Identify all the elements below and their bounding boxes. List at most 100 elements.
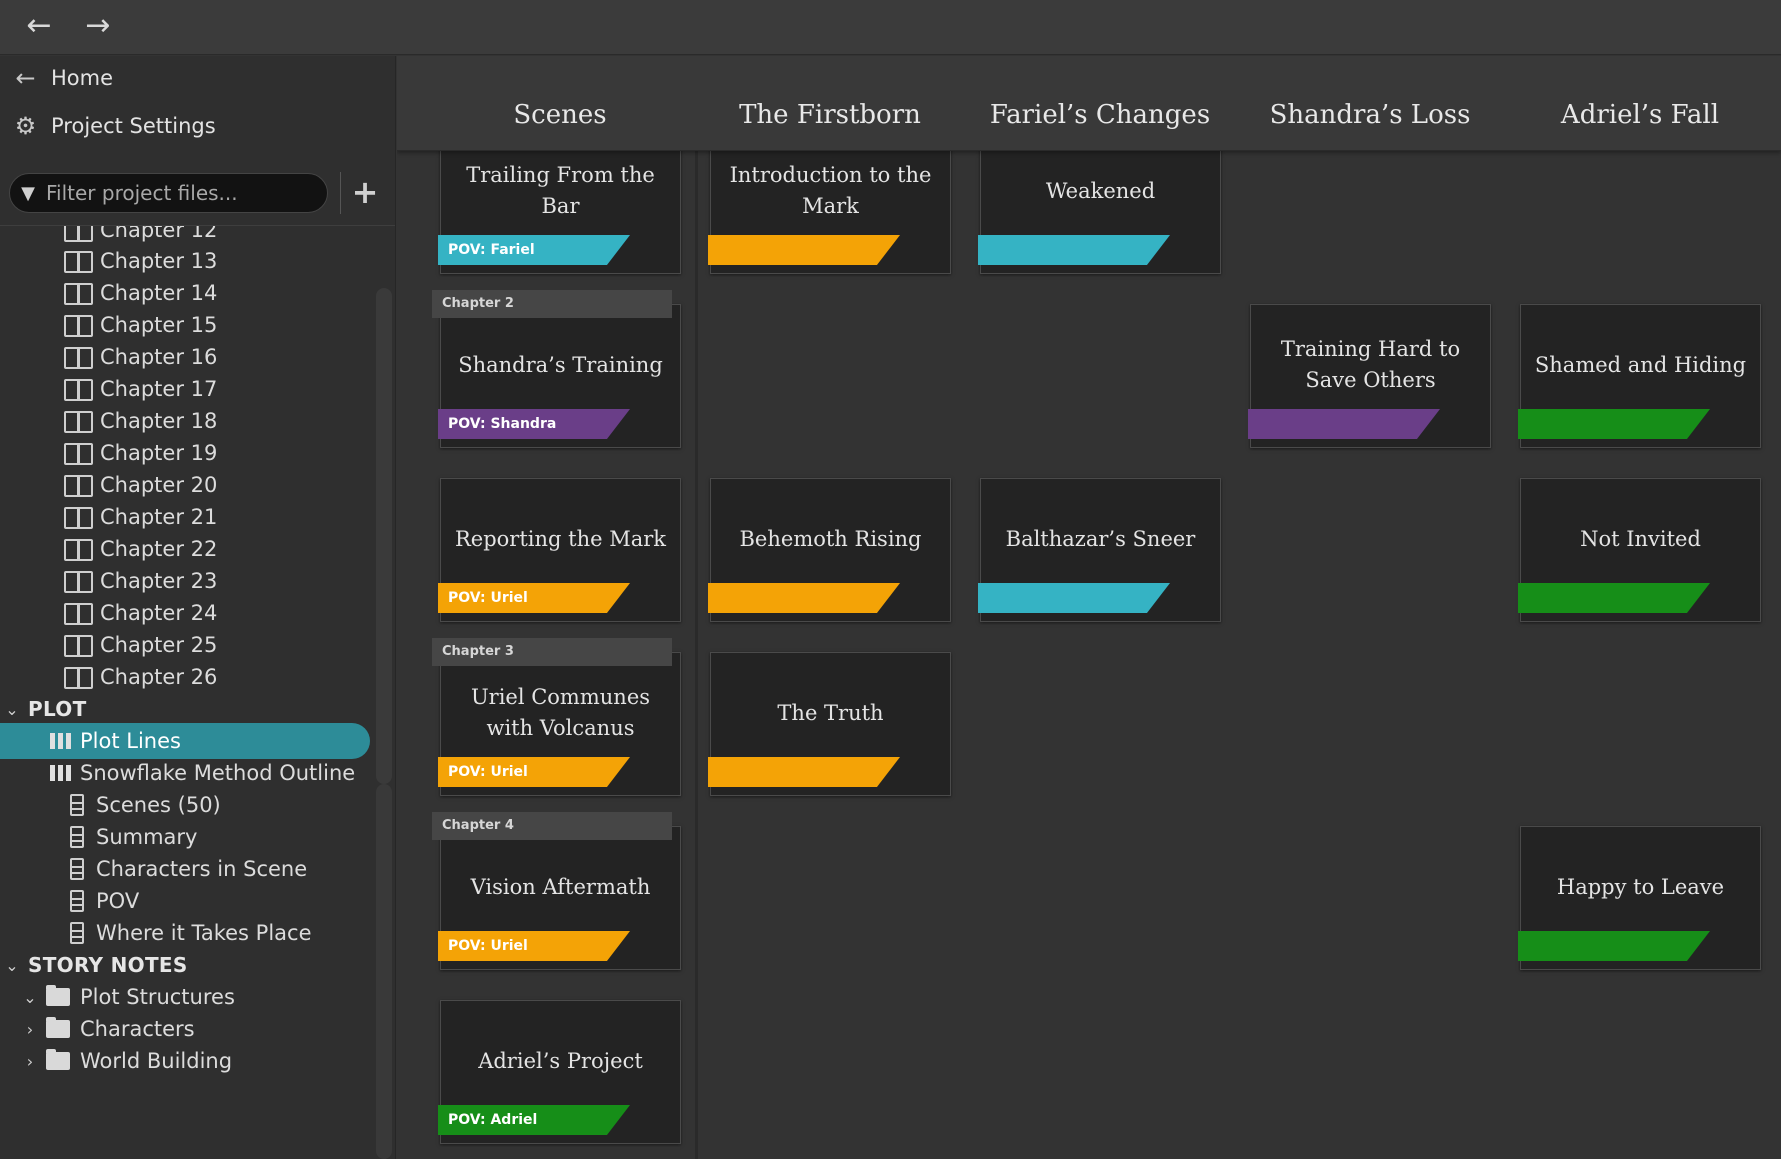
- scrollbar-track[interactable]: [376, 784, 392, 1159]
- tree-item-chapter[interactable]: Chapter 20: [0, 467, 370, 503]
- project-settings-label: Project Settings: [51, 114, 216, 138]
- chevron-right-icon: ›: [26, 1019, 34, 1039]
- forward-arrow-icon[interactable]: →: [85, 8, 111, 43]
- plotline-color-tag: [1518, 409, 1710, 439]
- sheet-icon: [70, 858, 84, 880]
- scene-card[interactable]: Vision Aftermath POV: Uriel: [438, 826, 681, 970]
- scene-card[interactable]: Adriel’s Project POV: Adriel: [438, 1000, 681, 1144]
- tree-item-chapter[interactable]: Chapter 25: [0, 627, 370, 663]
- book-icon: [64, 443, 93, 465]
- sheet-icon: [70, 890, 84, 912]
- plot-card[interactable]: Shamed and Hiding: [1518, 304, 1761, 448]
- scene-card[interactable]: Trailing From the Bar POV: Fariel: [438, 130, 681, 274]
- book-icon: [64, 226, 93, 242]
- scene-card[interactable]: Reporting the Mark POV: Uriel: [438, 478, 681, 622]
- book-icon: [64, 667, 93, 689]
- plot-card[interactable]: Introduction to the Mark: [708, 130, 951, 274]
- project-tree: Chapter 12 Chapter 13 Chapter 14 Chapter…: [0, 226, 380, 1159]
- card-title: Trailing From the Bar: [466, 163, 655, 218]
- tree-item-summary[interactable]: Summary: [0, 819, 370, 855]
- tree-item-chapter[interactable]: Chapter 16: [0, 339, 370, 375]
- tree-item-chapter[interactable]: Chapter 12: [0, 226, 370, 248]
- tree-item-world-building[interactable]: ›World Building: [0, 1043, 370, 1079]
- plot-card[interactable]: Not Invited: [1518, 478, 1761, 622]
- sidebar: ← Home ⚙ Project Settings ▼ + Chapter 12…: [0, 56, 396, 1159]
- column-title-scenes[interactable]: Scenes: [513, 100, 607, 130]
- tree-item-chapter[interactable]: Chapter 14: [0, 275, 370, 311]
- tree-item-chapter[interactable]: Chapter 15: [0, 307, 370, 343]
- tree-item-label: Scenes (50): [96, 793, 221, 817]
- tree-item-chapter[interactable]: Chapter 26: [0, 659, 370, 695]
- home-link[interactable]: ← Home: [0, 56, 395, 100]
- tree-item-chapter[interactable]: Chapter 21: [0, 499, 370, 535]
- book-icon: [64, 347, 93, 369]
- book-icon: [64, 411, 93, 433]
- plot-card[interactable]: Weakened: [978, 130, 1221, 274]
- plotline-color-tag: [978, 583, 1170, 613]
- column-title-fariel[interactable]: Fariel’s Changes: [989, 100, 1211, 130]
- tree-item-chapter[interactable]: Chapter 22: [0, 531, 370, 567]
- tree-item-chapter[interactable]: Chapter 24: [0, 595, 370, 631]
- tree-item-label: Plot Structures: [80, 985, 235, 1009]
- book-icon: [64, 635, 93, 657]
- tree-item-chapter[interactable]: Chapter 19: [0, 435, 370, 471]
- plot-card[interactable]: Behemoth Rising: [708, 478, 951, 622]
- tree-item-label: Chapter 22: [100, 537, 218, 561]
- pov-tag: POV: Shandra: [438, 409, 630, 439]
- section-plot[interactable]: ⌄PLOT: [0, 691, 370, 727]
- book-icon: [64, 283, 93, 305]
- tree-item-label: Where it Takes Place: [96, 921, 312, 945]
- card-title: Shandra’s Training: [458, 352, 663, 377]
- divider: [0, 225, 395, 226]
- card-title: Balthazar’s Sneer: [1005, 526, 1196, 551]
- scrollbar-thumb[interactable]: [376, 288, 392, 784]
- card-title: Shamed and Hiding: [1534, 352, 1747, 377]
- chevron-right-icon: ›: [26, 1051, 34, 1071]
- tree-item-chapter[interactable]: Chapter 18: [0, 403, 370, 439]
- add-file-button[interactable]: +: [351, 173, 379, 211]
- tree-item-characters-in-scene[interactable]: Characters in Scene: [0, 851, 370, 887]
- tree-item-chapter[interactable]: Chapter 17: [0, 371, 370, 407]
- divider: [340, 172, 341, 214]
- filter-icon: ▼: [21, 182, 35, 204]
- chevron-down-icon: ⌄: [23, 987, 37, 1007]
- plotline-color-tag: [1518, 931, 1710, 961]
- tree-item-label: Summary: [96, 825, 198, 849]
- column-header-bar: Scenes The Firstborn Fariel’s Changes Sh…: [397, 56, 1781, 151]
- column-title-adriel[interactable]: Adriel’s Fall: [1560, 100, 1720, 130]
- tree-item-pov[interactable]: POV: [0, 883, 370, 919]
- tree-item-plot-lines[interactable]: Plot Lines: [0, 723, 370, 759]
- book-icon: [64, 507, 93, 529]
- tree-item-snowflake[interactable]: Snowflake Method Outline: [0, 755, 370, 791]
- plot-board: Scenes The Firstborn Fariel’s Changes Sh…: [397, 56, 1781, 1159]
- tree-item-where[interactable]: Where it Takes Place: [0, 915, 370, 951]
- chapter-label: Chapter 2: [432, 290, 672, 318]
- plotline-color-tag: [1518, 583, 1710, 613]
- tree-item-label: Chapter 23: [100, 569, 218, 593]
- scene-card[interactable]: Uriel Communes with Volcanus POV: Uriel: [438, 652, 681, 796]
- chevron-down-icon: ⌄: [5, 955, 19, 975]
- column-title-shandra[interactable]: Shandra’s Loss: [1269, 100, 1471, 130]
- tree-item-chapter[interactable]: Chapter 23: [0, 563, 370, 599]
- plot-card[interactable]: Training Hard to Save Others: [1248, 304, 1491, 448]
- tree-item-scenes[interactable]: Scenes (50): [0, 787, 370, 823]
- back-arrow-icon[interactable]: ←: [26, 8, 52, 43]
- plot-card[interactable]: The Truth: [708, 652, 951, 796]
- tree-item-characters[interactable]: ›Characters: [0, 1011, 370, 1047]
- folder-icon: [46, 1017, 70, 1038]
- chapter-label: Chapter 3: [432, 638, 672, 666]
- tree-item-plot-structures[interactable]: ⌄ Plot Structures: [0, 979, 370, 1015]
- plot-card[interactable]: Happy to Leave: [1518, 826, 1761, 970]
- tree-item-label: Chapter 12: [100, 226, 218, 242]
- tree-item-label: Chapter 13: [100, 249, 218, 273]
- card-title: Uriel Communes with Volcanus: [470, 685, 651, 740]
- filter-input[interactable]: [46, 181, 316, 205]
- tree-item-label: Chapter 18: [100, 409, 218, 433]
- plot-card[interactable]: Balthazar’s Sneer: [978, 478, 1221, 622]
- scene-card[interactable]: Shandra’s Training POV: Shandra: [438, 304, 681, 448]
- section-story-notes[interactable]: ⌄STORY NOTES: [0, 947, 370, 983]
- column-title-firstborn[interactable]: The Firstborn: [739, 100, 921, 130]
- tree-item-chapter[interactable]: Chapter 13: [0, 243, 370, 279]
- project-settings-link[interactable]: ⚙ Project Settings: [0, 104, 395, 148]
- top-bar: ← →: [0, 0, 1781, 55]
